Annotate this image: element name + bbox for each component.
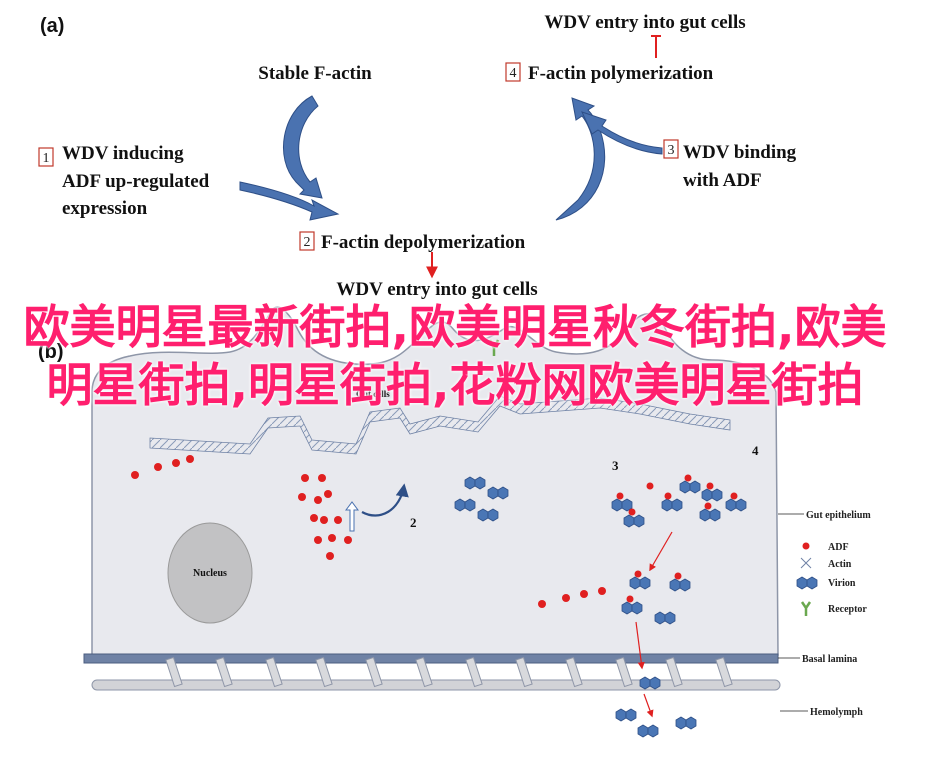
step3-line1: WDV binding	[683, 142, 797, 163]
inhibition-icon	[651, 35, 661, 58]
panel-b: (b) Nucleus Gut cells	[38, 306, 871, 738]
wdv-entry-top-label: WDV entry into gut cells	[544, 12, 745, 33]
cell-step-2: 2	[410, 515, 417, 530]
step4-number: 4	[510, 66, 517, 81]
cycle-arrow-inner-icon	[239, 181, 340, 221]
step3-number: 3	[668, 143, 675, 158]
transport-arrow-icon	[649, 531, 673, 572]
step1-line2: ADF up-regulated	[62, 171, 210, 192]
legend-actin: Actin	[828, 559, 852, 570]
red-dot-icon	[802, 542, 810, 550]
step2-number: 2	[304, 235, 311, 250]
up-arrow-icon	[345, 501, 359, 532]
panel-a: (a) Stable F-actin WDV entry into gut ce…	[38, 12, 797, 300]
cell-arrow-icon	[361, 483, 409, 517]
cross-icon	[800, 557, 812, 569]
cell-step-3: 3	[612, 458, 619, 473]
wdv-entry-bottom-label: WDV entry into gut cells	[336, 279, 537, 300]
step3-line2: with ADF	[683, 170, 762, 191]
hemolymph-label: Hemolymph	[810, 707, 863, 718]
step1-line3: expression	[62, 198, 148, 219]
virion-icon	[796, 576, 818, 590]
stable-factin-label: Stable F-actin	[258, 63, 372, 84]
step4-label: F-actin polymerization	[528, 63, 714, 84]
panel-a-label: (a)	[40, 15, 64, 37]
virion-adf-dots	[616, 474, 738, 603]
step1-number: 1	[43, 151, 50, 166]
basement-layer	[91, 679, 781, 691]
actin-network	[149, 395, 731, 455]
step2-label: F-actin depolymerization	[321, 232, 526, 253]
cycle-arrow-left-icon	[283, 95, 323, 199]
virions	[454, 476, 747, 738]
legend-virion: Virion	[828, 578, 856, 589]
legend-adf: ADF	[828, 542, 849, 553]
transport-arrow-3-icon	[643, 693, 654, 718]
cell-step-4: 4	[752, 443, 759, 458]
step1-box	[38, 147, 54, 167]
receptor-icon	[488, 339, 500, 356]
legend-receptor: Receptor	[828, 604, 867, 615]
gut-epithelium-cell	[91, 306, 779, 656]
step3-box	[663, 139, 679, 159]
panel-b-label: (b)	[38, 341, 64, 363]
step1-line1: WDV inducing	[62, 143, 184, 164]
nucleus-label: Nucleus	[193, 568, 227, 579]
step4-box	[505, 62, 521, 82]
nucleus	[167, 522, 253, 624]
receptor-legend-icon	[800, 601, 812, 616]
step2-box	[299, 231, 315, 251]
legend: ADF Actin Virion Receptor	[796, 542, 867, 616]
basal-lamina	[83, 653, 779, 664]
binding-arrow-icon	[581, 111, 663, 155]
cycle-arrow-right-icon	[555, 97, 606, 221]
lamina-pillars	[165, 656, 733, 688]
transport-arrow-2-icon	[635, 621, 645, 670]
gut-epithelium-label: Gut epithelium	[806, 510, 871, 521]
adf-dots	[131, 455, 606, 608]
cell-label: Gut cells	[356, 389, 390, 399]
basal-lamina-label: Basal lamina	[802, 654, 857, 665]
